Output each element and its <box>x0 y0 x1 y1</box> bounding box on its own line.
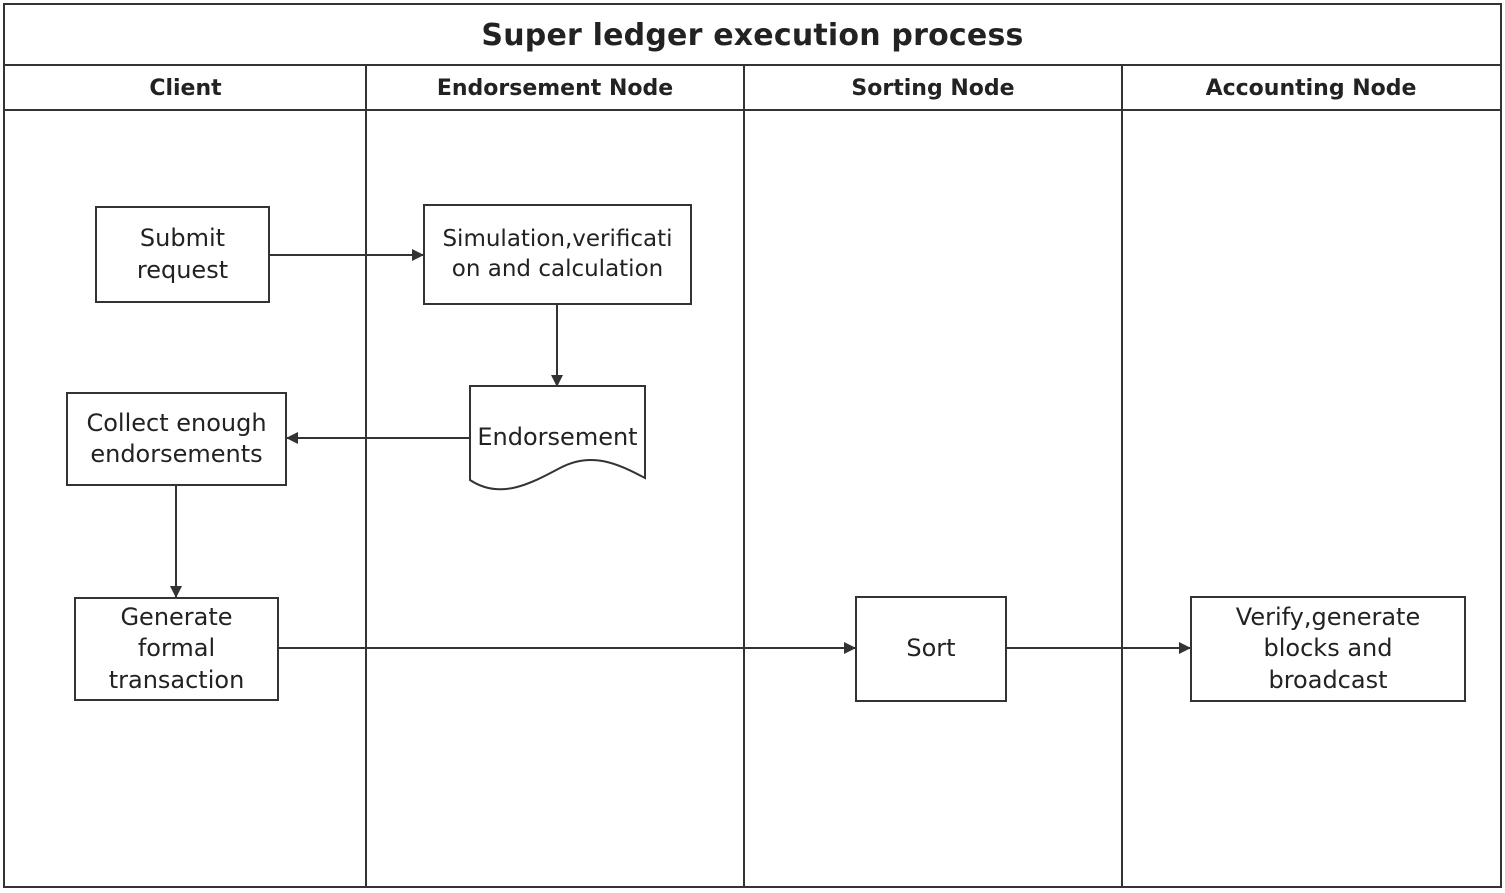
lane-header-sorting-node: Sorting Node <box>851 75 1015 101</box>
node-verify-generate-blocks-broadcast: Verify,generate blocks and broadcast <box>1190 596 1466 702</box>
endorsement-document-shape <box>469 385 646 491</box>
lane-header-accounting-node: Accounting Node <box>1205 75 1417 101</box>
outer-border <box>3 3 1502 888</box>
lane-header-client: Client <box>149 75 222 101</box>
node-generate-formal-transaction: Generate formal transaction <box>74 597 279 701</box>
lane-header-endorsement-node: Endorsement Node <box>436 75 674 101</box>
node-endorsement: Endorsement <box>477 423 638 451</box>
node-submit-request: Submit request <box>95 206 270 303</box>
node-collect-enough-endorsements: Collect enough endorsements <box>66 392 287 486</box>
node-simulation-verification-calculation: Simulation,verification and calculation <box>423 204 692 305</box>
diagram-title: Super ledger execution process <box>481 17 1024 53</box>
node-sort: Sort <box>855 596 1007 702</box>
